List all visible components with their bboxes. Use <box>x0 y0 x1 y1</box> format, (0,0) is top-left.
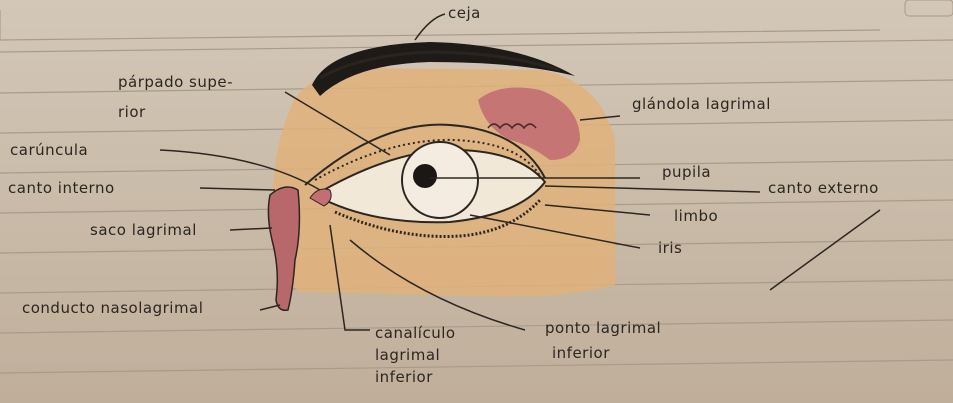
label-punto-lagrimal-inferior: inferior <box>552 345 610 362</box>
label-canaliculo-inferior: inferior <box>375 369 433 386</box>
label-glandula-lagrimal: glándola lagrimal <box>632 96 771 113</box>
label-parpado-superior: párpado supe- <box>118 74 233 91</box>
label-limbo: limbo <box>674 208 718 225</box>
pupil <box>413 164 437 188</box>
iris-circle <box>402 142 478 218</box>
label-saco-lagrimal: saco lagrimal <box>90 222 197 239</box>
lacrimal-sac-duct <box>268 187 299 310</box>
page-header-box <box>0 10 880 40</box>
label-caruncula: carúncula <box>10 142 88 159</box>
label-canaliculo-lagrimal: lagrimal <box>375 347 440 364</box>
label-iris: iris <box>658 240 682 257</box>
label-parpado-superior-cont: rior <box>118 104 146 121</box>
corner-box <box>905 0 953 16</box>
label-canto-externo: canto externo <box>768 180 879 197</box>
label-canaliculo: canalículo <box>375 325 456 342</box>
label-punto-lagrimal: ponto lagrimal <box>545 320 661 337</box>
label-canto-interno: canto interno <box>8 180 115 197</box>
label-ceja: ceja <box>448 5 481 22</box>
label-pupila: pupila <box>662 164 711 181</box>
label-conducto-nasolagrimal: conducto nasolagrimal <box>22 300 203 317</box>
